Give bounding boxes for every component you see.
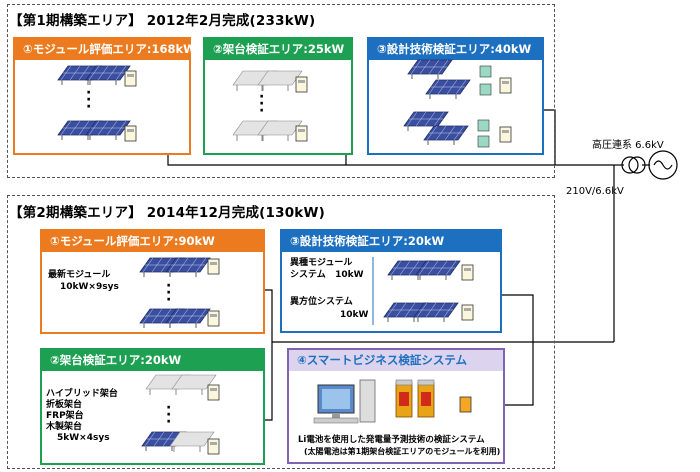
- phase2-design-area: ③設計技術検証エリア:20kW: [280, 229, 502, 333]
- junction-box-icon: [479, 83, 492, 96]
- mount-item-3: FRP架台: [46, 411, 84, 421]
- ellipsis-mark: ·: [166, 407, 171, 423]
- mount-item-5: 5kW×4sys: [57, 433, 110, 443]
- power-conditioner-icon: [124, 70, 137, 87]
- design-item1-line1: 異種モジュール: [290, 258, 353, 268]
- solar-panel-icon: [423, 125, 469, 146]
- grid-connection-label: 高圧連系 6.6kV: [592, 140, 664, 151]
- power-conditioner-icon: [295, 76, 308, 93]
- transformer-label: 210V/6.6kV: [566, 186, 624, 197]
- transformer-icon: [621, 156, 646, 174]
- smart-caption-line1: Li電池を使用した発電量予測技術の検証システム: [298, 435, 485, 445]
- power-conditioner-icon: [207, 384, 220, 401]
- power-conditioner-icon: [207, 310, 220, 327]
- phase1-module-area: ①モジュール評価エリア:168kW: [13, 37, 196, 155]
- power-conditioner-icon: [461, 304, 474, 321]
- ellipsis-mark: ·: [166, 278, 171, 294]
- design-item2-line1: 異方位システム: [290, 297, 353, 307]
- module-note-line1: 最新モジュール: [48, 270, 111, 280]
- phase2-smart-area-label: ④スマートビジネス検証システム: [289, 350, 503, 371]
- ellipsis-mark: ·: [259, 96, 264, 112]
- smart-caption-line2: (太陽電池は第1期架台検証エリアのモジュールを利用): [304, 447, 501, 456]
- phase2-module-area-label: ①モジュール評価エリア:90kW: [42, 231, 263, 252]
- power-conditioner-icon: [207, 258, 220, 275]
- junction-box-icon: [477, 119, 490, 132]
- power-conditioner-icon: [207, 438, 220, 455]
- solar-panel-icon: [407, 59, 453, 80]
- power-conditioner-icon: [295, 125, 308, 142]
- phase1-mount-area: ②架台検証エリア:25kW: [203, 37, 353, 155]
- phase2-zone: [7, 195, 555, 469]
- power-conditioner-icon: [499, 126, 512, 143]
- mount-item-1: ハイブリッド架台: [46, 389, 118, 399]
- phase1-zone: [7, 4, 555, 178]
- module-note-line2: 10kW×9sys: [60, 282, 119, 292]
- ellipsis-mark: ·: [86, 85, 91, 101]
- phase2-design-area-label: ③設計技術検証エリア:20kW: [282, 231, 500, 252]
- phase2-title: 【第2期構築エリア】 2014年12月完成(130kW): [9, 205, 325, 221]
- computer-icon: [313, 379, 376, 424]
- battery-icon: [417, 379, 435, 418]
- phase1-mount-area-label: ②架台検証エリア:25kW: [205, 39, 351, 60]
- power-conditioner-icon: [124, 125, 137, 142]
- ellipsis-mark: ·: [166, 414, 171, 430]
- junction-box-icon: [477, 135, 490, 148]
- ellipsis-mark: ·: [259, 89, 264, 105]
- phase1-module-area-label: ①モジュール評価エリア:168kW: [15, 39, 196, 60]
- phase1-title: 【第1期構築エリア】 2012年2月完成(233kW): [9, 13, 316, 29]
- ac-source-icon: [648, 150, 678, 180]
- design-item1-line2: システム 10kW: [290, 270, 364, 280]
- ellipsis-mark: ·: [166, 400, 171, 416]
- power-conditioner-icon: [459, 396, 472, 413]
- power-conditioner-icon: [499, 77, 512, 94]
- junction-box-icon: [479, 65, 492, 78]
- ellipsis-mark: ·: [166, 292, 171, 308]
- ellipsis-mark: ·: [86, 99, 91, 115]
- mount-item-4: 木製架台: [46, 422, 83, 432]
- ellipsis-mark: ·: [166, 285, 171, 301]
- mount-item-2: 折板架台: [46, 400, 83, 410]
- ellipsis-mark: ·: [259, 103, 264, 119]
- phase2-mount-area-label: ②架台検証エリア:20kW: [42, 350, 263, 371]
- design-item2-line2: 10kW: [340, 310, 369, 320]
- power-conditioner-icon: [461, 264, 474, 281]
- battery-icon: [395, 379, 413, 418]
- phase1-design-area-label: ③設計技術検証エリア:40kW: [369, 39, 542, 60]
- solar-panel-icon: [425, 79, 471, 100]
- ellipsis-mark: ·: [86, 92, 91, 108]
